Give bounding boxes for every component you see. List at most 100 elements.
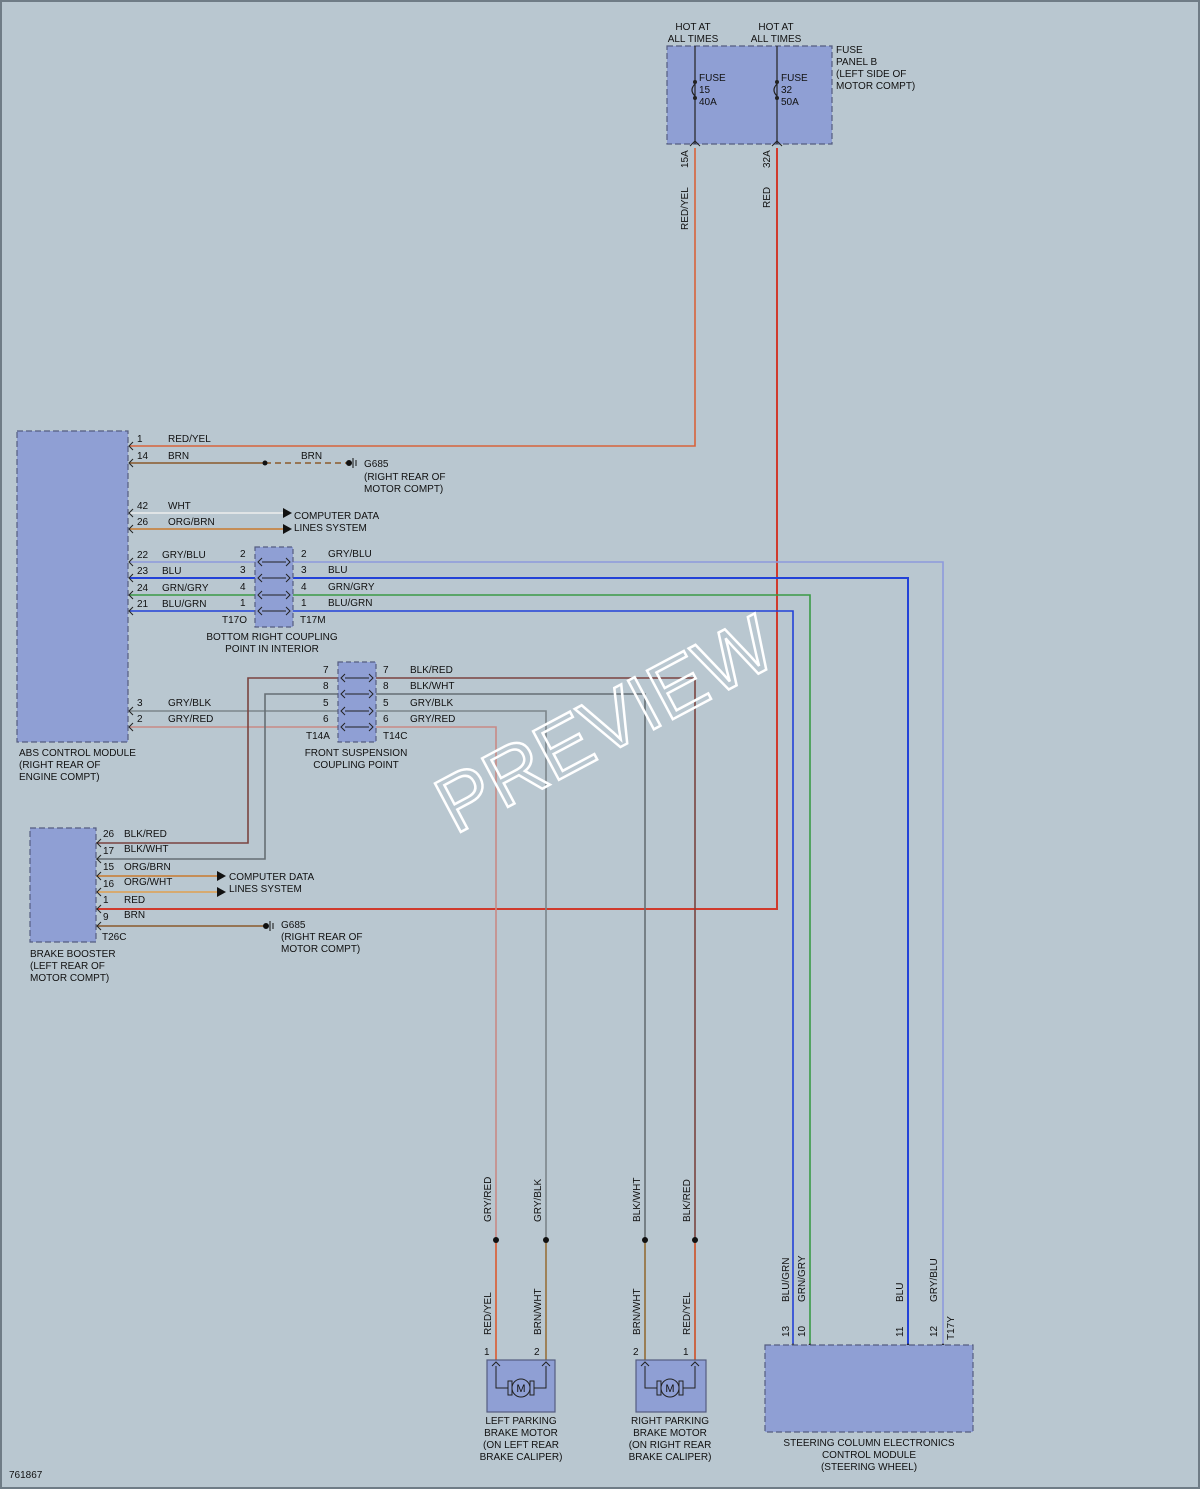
booster-pin: 9 (103, 912, 109, 923)
motor-icon (660, 1378, 680, 1398)
fuse-panel: HOT AT ALL TIMES HOT AT ALL TIMES FUSE P… (666, 22, 915, 230)
scm-wire-label: GRN/GRY (797, 1255, 808, 1302)
coupling-t14: 7 8 5 6 7 8 5 6 BLK/RED BLK/WHT GRY/BLK … (305, 661, 455, 771)
t14-left-pin: 8 (323, 681, 329, 692)
arrow-icon (217, 871, 226, 881)
scm-wire-label: BLU/GRN (781, 1258, 792, 1302)
wire-t14-gryblk (376, 710, 547, 1360)
booster-label-2: (LEFT REAR OF (30, 961, 105, 972)
scm-pin: 13 (781, 1325, 792, 1337)
abs-pin: 22 (137, 550, 149, 561)
t17-left-pin: 2 (240, 549, 246, 560)
t17-label-2: POINT IN INTERIOR (225, 644, 319, 655)
t17-label-1: BOTTOM RIGHT COUPLING (206, 632, 338, 643)
hot-at-label-b2: ALL TIMES (751, 34, 802, 45)
scm-connector-id: T17Y (946, 1316, 957, 1340)
hot-at-label-b1: HOT AT (758, 22, 793, 33)
booster-label-3: MOTOR COMPT) (30, 973, 109, 984)
rm-label-1: RIGHT PARKING (631, 1416, 709, 1427)
fuse32-wire-label: RED (762, 187, 773, 208)
abs-label-1: ABS CONTROL MODULE (19, 748, 136, 759)
t17-right-pin: 4 (301, 582, 307, 593)
abs-pin: 23 (137, 566, 149, 577)
abs-pin: 24 (137, 583, 149, 594)
scm-label-1: STEERING COLUMN ELECTRONICS (783, 1438, 954, 1449)
t14-left-id: T14A (306, 731, 330, 742)
abs-wire-label: GRY/RED (168, 714, 213, 725)
t14-wire-label: GRY/RED (410, 714, 455, 725)
booster-ground-id: G685 (281, 920, 306, 931)
fuse32-label-1: FUSE (781, 73, 808, 84)
rm-label-2: BRAKE MOTOR (633, 1428, 707, 1439)
scm-wire-label: GRY/BLU (929, 1258, 940, 1302)
lm-pin: 1 (484, 1347, 490, 1358)
abs-wire-label: ORG/BRN (168, 517, 215, 528)
abs-label-2: (RIGHT REAR OF (19, 760, 100, 771)
fuse-panel-label-2: PANEL B (836, 57, 877, 68)
booster-data-label-2: LINES SYSTEM (229, 884, 302, 895)
booster-pin: 17 (103, 846, 115, 857)
rm-label-3: (ON RIGHT REAR (629, 1440, 712, 1451)
wire-t17-grybln (293, 561, 944, 1345)
abs-wire-label: BLU/GRN (162, 599, 206, 610)
t14-label-2: COUPLING POINT (313, 760, 399, 771)
coupling-t17: 2 3 4 1 2 3 4 1 GRY/BLU BLU GRN/GRY BLU/… (206, 546, 375, 655)
fuse15-wire-label: RED/YEL (680, 187, 691, 230)
scm-pin: 11 (895, 1326, 906, 1337)
fuse15-terminal: 15A (680, 150, 691, 168)
diagram-id: 761867 (9, 1470, 43, 1481)
fuse15-label-1: FUSE (699, 73, 726, 84)
lm-pin: 2 (534, 1347, 540, 1358)
t14-right-id: T14C (383, 731, 407, 742)
wire-t14-blkwht (376, 693, 646, 1360)
t17-right-id: T17M (300, 615, 326, 626)
t17-left-pin: 1 (240, 598, 246, 609)
abs-wire-label: RED/YEL (168, 434, 211, 445)
wire-fuse15-abs (130, 148, 696, 447)
t14-left-pin: 7 (323, 665, 329, 676)
splice-dot (692, 1237, 698, 1243)
t17-wire-label: BLU/GRN (328, 598, 372, 609)
t17-wire-label: BLU (328, 565, 347, 576)
arrow-icon (283, 524, 292, 534)
wire-booster-blkred (96, 677, 338, 844)
lm-motor-symbol: M (516, 1383, 525, 1395)
fuse15-label-3: 40A (699, 97, 717, 108)
rm-label-4: BRAKE CALIPER) (629, 1452, 712, 1463)
abs-wire-label: GRY/BLK (168, 698, 211, 709)
abs-wire-label: WHT (168, 501, 191, 512)
booster-wire-label: BLK/RED (124, 829, 167, 840)
lm-label-1: LEFT PARKING (485, 1416, 557, 1427)
fuse-panel-label-4: MOTOR COMPT) (836, 81, 915, 92)
scm-wire-label: BLU (895, 1283, 906, 1302)
abs-ground-loc-2: MOTOR COMPT) (364, 484, 443, 495)
t14-left-pin: 5 (323, 698, 329, 709)
abs-wire-label: GRN/GRY (162, 583, 209, 594)
arrow-icon (283, 508, 292, 518)
abs-ground-wire-label: BRN (301, 451, 322, 462)
rm-lower-wire-label: RED/YEL (682, 1292, 693, 1335)
ground-icon (346, 458, 357, 468)
t17-right-pin: 1 (301, 598, 307, 609)
wire-t17-grngry (293, 594, 811, 1345)
scm-pin: 10 (797, 1325, 808, 1337)
abs-pin: 3 (137, 698, 143, 709)
splice-dot (543, 1237, 549, 1243)
lm-upper-wire-label: GRY/BLK (533, 1179, 544, 1222)
booster-pin: 15 (103, 862, 115, 873)
scm-label-2: CONTROL MODULE (822, 1450, 916, 1461)
t14-wire-label: BLK/WHT (410, 681, 454, 692)
abs-pin: 26 (137, 517, 149, 528)
booster-connector-id: T26C (102, 932, 126, 943)
wire-t17-blu (293, 577, 909, 1345)
t17-left-pin: 4 (240, 582, 246, 593)
hot-at-label-a1: HOT AT (675, 22, 710, 33)
booster-pin: 26 (103, 829, 115, 840)
abs-label-3: ENGINE COMPT) (19, 772, 100, 783)
booster-ground-loc-2: MOTOR COMPT) (281, 944, 360, 955)
t14-label-1: FRONT SUSPENSION (305, 748, 408, 759)
booster-pin: 16 (103, 879, 115, 890)
fuse32-label-3: 50A (781, 97, 799, 108)
lm-lower-wire-label: RED/YEL (483, 1292, 494, 1335)
